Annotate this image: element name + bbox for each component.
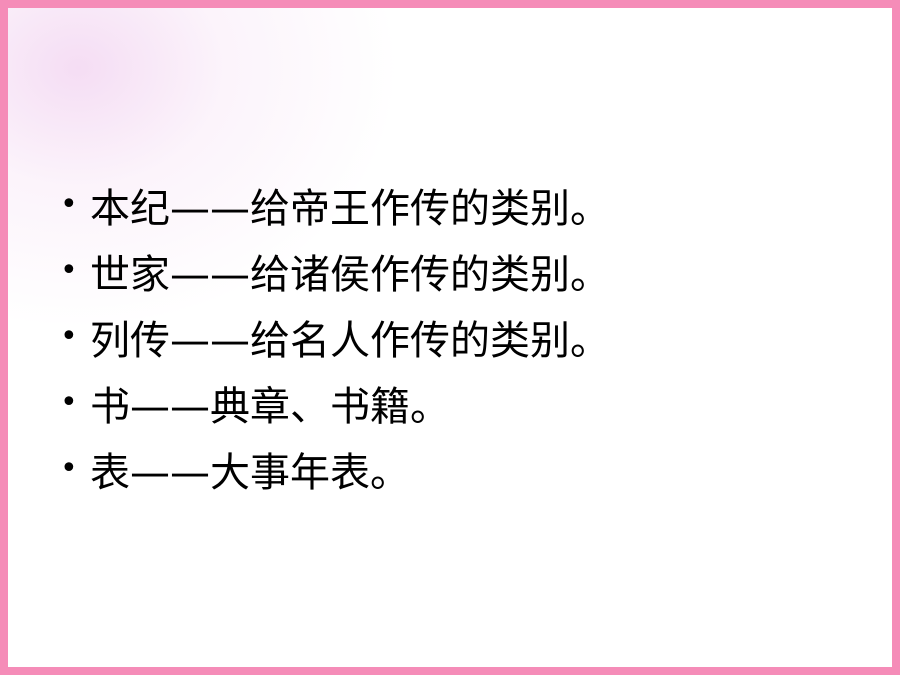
list-item: • 本纪——给帝王作传的类别。 [60, 172, 610, 238]
bullet-list: • 本纪——给帝王作传的类别。 • 世家——给诸侯作传的类别。 • 列传——给名… [60, 172, 610, 502]
bullet-icon: • [60, 451, 78, 486]
list-item-text: 列传——给名人作传的类别。 [90, 318, 610, 364]
list-item: • 表——大事年表。 [60, 436, 610, 502]
bullet-icon: • [60, 385, 78, 420]
bullet-icon: • [60, 187, 78, 222]
list-item-text: 表——大事年表。 [90, 450, 410, 496]
list-item: • 世家——给诸侯作传的类别。 [60, 238, 610, 304]
list-item: • 列传——给名人作传的类别。 [60, 304, 610, 370]
list-item-text: 世家——给诸侯作传的类别。 [90, 252, 610, 298]
list-item: • 书——典章、书籍。 [60, 370, 610, 436]
list-item-text: 本纪——给帝王作传的类别。 [90, 186, 610, 232]
bullet-icon: • [60, 253, 78, 288]
list-item-text: 书——典章、书籍。 [90, 384, 450, 430]
bullet-icon: • [60, 319, 78, 354]
